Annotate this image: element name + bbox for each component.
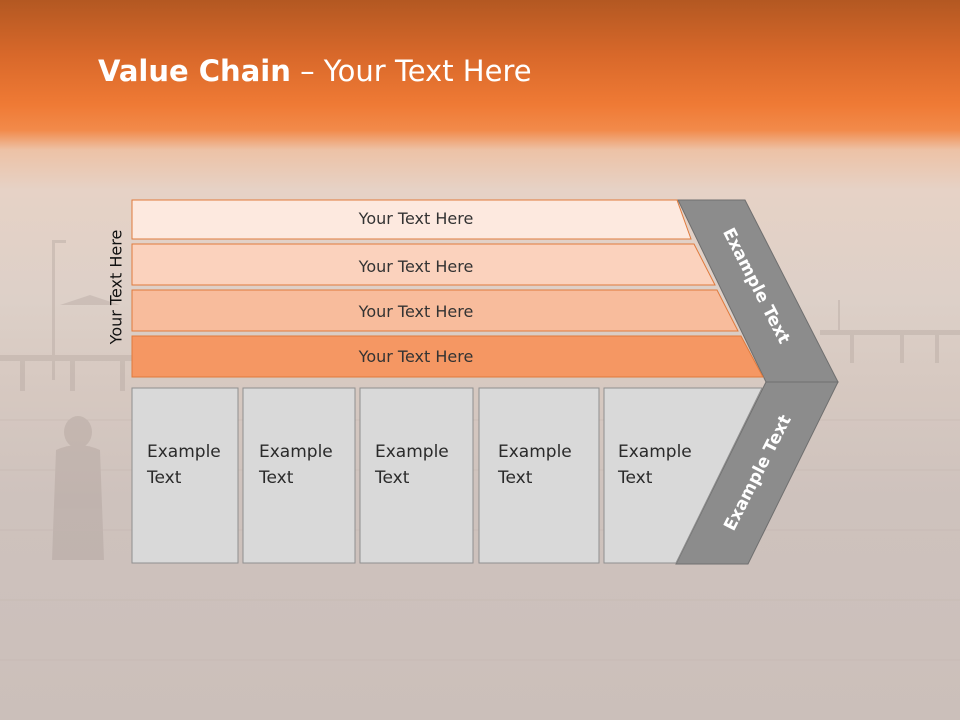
pier-right-silhouette: [820, 300, 960, 363]
activity-cell-5: [603, 387, 763, 564]
activity-cell-2-label: Example Text: [259, 439, 333, 491]
cell-4-line-1: Example: [498, 442, 572, 462]
cell-3-line-2: Text: [375, 468, 410, 488]
bar-2: [131, 243, 716, 286]
cell-1-line-1: Example: [147, 442, 221, 462]
bar-3: [131, 289, 739, 332]
vertical-axis-label: Your Text Here: [106, 229, 126, 345]
chevron-bottom-arm: [675, 381, 839, 565]
activity-cell-1: [131, 387, 239, 564]
cell-3-line-1: Example: [375, 442, 449, 462]
activity-cell-5-label: Example Text: [618, 439, 692, 491]
bar-2-label: Your Text Here: [358, 257, 474, 276]
cell-2-line-1: Example: [259, 442, 333, 462]
cell-5-line-2: Text: [618, 468, 653, 488]
activity-cell-3: [359, 387, 474, 564]
title-rest: – Your Text Here: [290, 54, 532, 88]
activity-cell-4: [478, 387, 600, 564]
page-title: Value Chain – Your Text Here: [98, 54, 532, 88]
cell-1-line-2: Text: [147, 468, 182, 488]
bar-1-label: Your Text Here: [358, 209, 474, 228]
person-silhouette: [52, 416, 104, 560]
cell-5-line-1: Example: [618, 442, 692, 462]
pier-left-silhouette: [0, 240, 180, 391]
activity-cell-3-label: Example Text: [375, 439, 449, 491]
bar-3-label: Your Text Here: [358, 302, 474, 321]
activity-cell-1-label: Example Text: [147, 439, 221, 491]
title-bold: Value Chain: [98, 54, 291, 88]
activity-cell-2: [242, 387, 356, 564]
bar-1: [131, 199, 692, 240]
bar-4: [131, 335, 764, 378]
cell-4-line-2: Text: [498, 468, 533, 488]
cell-2-line-2: Text: [259, 468, 294, 488]
activity-cell-4-label: Example Text: [498, 439, 572, 491]
bar-4-label: Your Text Here: [358, 347, 474, 366]
